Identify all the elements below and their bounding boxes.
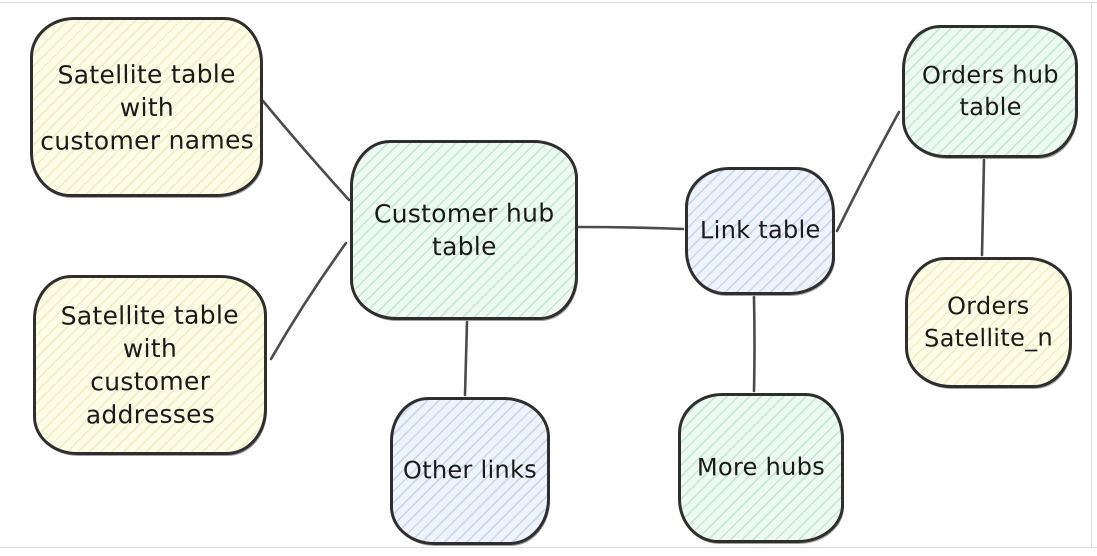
node-label: Orders Satellite_n <box>924 291 1054 352</box>
node-label: Other links <box>402 455 538 485</box>
page-frame-bottom <box>0 547 1097 548</box>
node-more-hubs: More hubs <box>678 393 844 543</box>
node-satellite-customer-names: Satellite table with customer names <box>30 17 263 197</box>
node-other-links: Other links <box>390 397 550 545</box>
edge-customer-hub-to-link-table <box>577 225 685 231</box>
node-link-table: Link table <box>685 167 835 295</box>
page-frame-top <box>0 2 1097 3</box>
node-orders-hub-table: Orders hub table <box>902 25 1078 158</box>
page-frame-right <box>1091 2 1092 548</box>
edge-satellite-addresses-to-customer-hub <box>269 241 348 361</box>
node-label: Satellite table with customer addresses <box>60 300 239 430</box>
node-satellite-customer-addresses: Satellite table with customer addresses <box>33 275 267 455</box>
node-label: Link table <box>699 215 821 245</box>
edge-orders-hub-to-orders-satellite <box>980 158 986 257</box>
node-label: Customer hub table <box>373 198 555 262</box>
node-label: Orders hub table <box>921 60 1059 121</box>
edge-satellite-names-to-customer-hub <box>261 99 351 202</box>
node-orders-satellite-n: Orders Satellite_n <box>905 257 1072 388</box>
node-label: Satellite table with customer names <box>39 58 254 156</box>
edge-link-table-to-orders-hub <box>835 110 901 233</box>
edge-link-table-to-more-hubs <box>752 295 756 393</box>
node-label: More hubs <box>696 452 826 482</box>
edge-customer-hub-to-other-links <box>463 320 469 397</box>
node-customer-hub-table: Customer hub table <box>350 140 578 320</box>
